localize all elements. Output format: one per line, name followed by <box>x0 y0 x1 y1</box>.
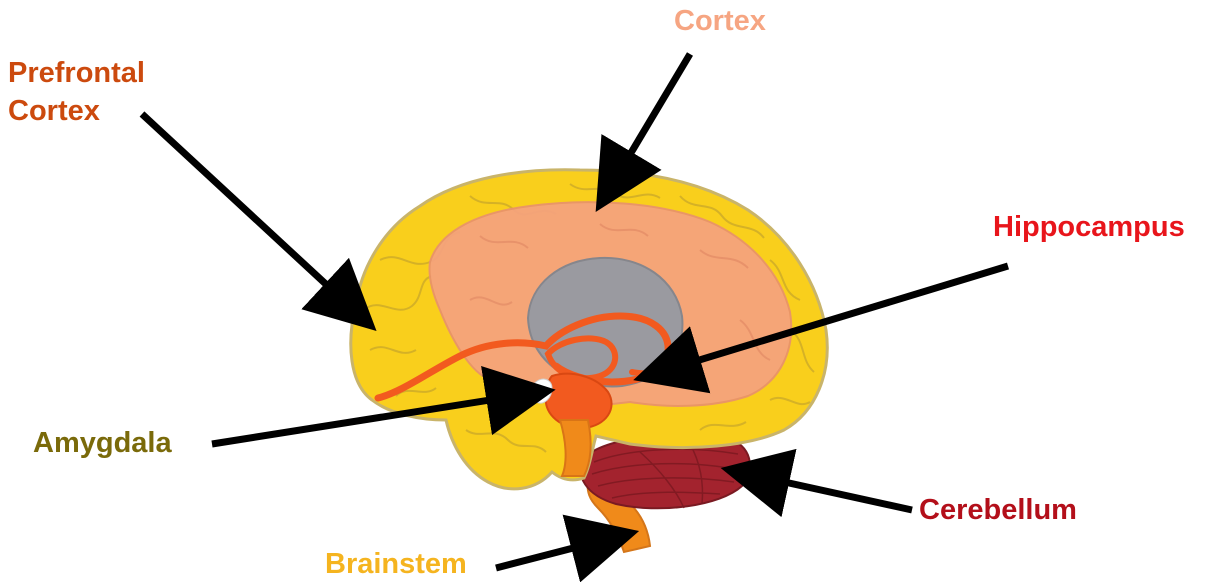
label-cerebellum: Cerebellum <box>919 491 1077 529</box>
arrow-prefrontal <box>142 114 356 312</box>
label-amygdala: Amygdala <box>33 424 172 462</box>
label-hippocampus: Hippocampus <box>993 208 1185 246</box>
label-prefrontal-line2: Cortex <box>8 92 145 130</box>
arrow-cortex <box>610 54 690 188</box>
arrow-brainstem <box>496 538 612 568</box>
limbic-column <box>560 420 591 476</box>
label-prefrontal-line1: Prefrontal <box>8 54 145 92</box>
label-prefrontal-cortex: Prefrontal Cortex <box>8 54 145 130</box>
label-cortex: Cortex <box>674 2 766 40</box>
arrow-cerebellum <box>748 474 912 510</box>
label-brainstem: Brainstem <box>325 545 467 583</box>
